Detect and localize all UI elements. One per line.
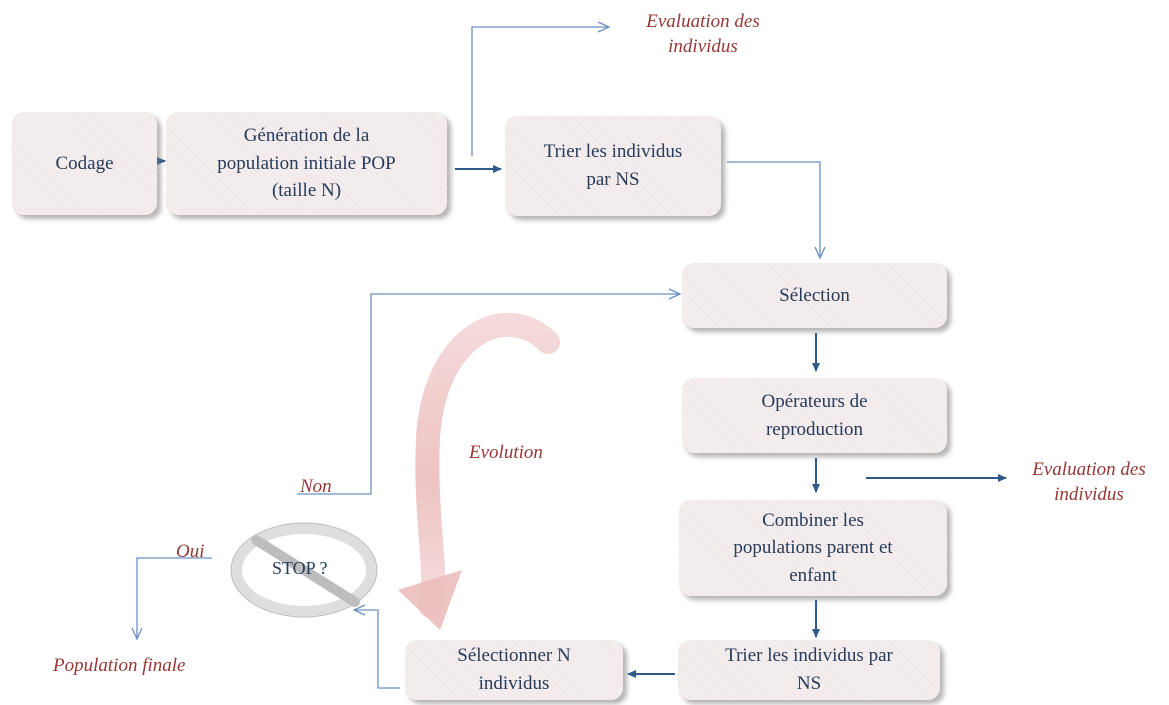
non-label: Non (300, 476, 332, 497)
box-trier-ns-2-line: NS (796, 673, 822, 694)
arrow-generation-evaluation (471, 21, 611, 156)
population-finale-label: Population finale (53, 655, 186, 676)
evaluation-note-right-line: Evaluation des (1032, 459, 1146, 480)
box-combiner-line: enfant (789, 564, 837, 586)
box-codage: Codage (12, 112, 157, 215)
box-selectionner-line: Sélectionner N (457, 645, 571, 667)
box-selectionner: Sélectionner N individus (405, 640, 623, 700)
evolution-arrow-icon (398, 312, 560, 630)
evaluation-note-top-line: Evaluation des (646, 11, 760, 32)
box-combiner-line: populations parent et (733, 537, 893, 559)
oui-label: Oui (176, 541, 205, 562)
box-selectionner-line: individus (478, 673, 550, 694)
evaluation-note-right-line: individus (1054, 483, 1124, 505)
stop-label: STOP ? (272, 558, 328, 578)
box-selection: Sélection (682, 263, 947, 328)
box-trier-ns-2: Trier les individus par NS (678, 640, 940, 700)
box-trier-ns-1-line: Trier les individus (543, 141, 683, 163)
box-generation: Génération de la population initiale POP… (166, 112, 447, 215)
box-selection-label: Sélection (779, 284, 850, 306)
stop-prohibition-icon (230, 522, 378, 618)
box-operateurs: Opérateurs de reproduction (682, 378, 947, 453)
arrow-non-selection (297, 288, 682, 495)
evolution-label: Evolution (469, 442, 543, 463)
arrow-oui-population (131, 557, 212, 641)
box-trier-ns-1-line: par NS (586, 169, 640, 190)
arrow-selectionner-stop (352, 604, 400, 689)
evaluation-note-right: Evaluation des individus (1012, 458, 1166, 507)
box-codage-label: Codage (55, 152, 114, 174)
arrow-trier-selection (727, 161, 826, 260)
box-trier-ns-2-line: Trier les individus par (725, 645, 893, 667)
box-operateurs-line: reproduction (765, 418, 864, 440)
box-combiner: Combiner les populations parent et enfan… (679, 500, 947, 596)
box-generation-line: (taille N) (271, 180, 342, 202)
box-generation-line: population initiale POP (217, 152, 396, 174)
box-trier-ns-1: Trier les individus par NS (505, 116, 721, 216)
evaluation-note-top: Evaluation des individus (618, 10, 788, 59)
box-generation-line: Génération de la (243, 125, 370, 147)
evaluation-note-top-line: individus (668, 35, 738, 57)
box-combiner-line: Combiner les (762, 509, 864, 531)
box-operateurs-line: Opérateurs de (761, 390, 868, 412)
